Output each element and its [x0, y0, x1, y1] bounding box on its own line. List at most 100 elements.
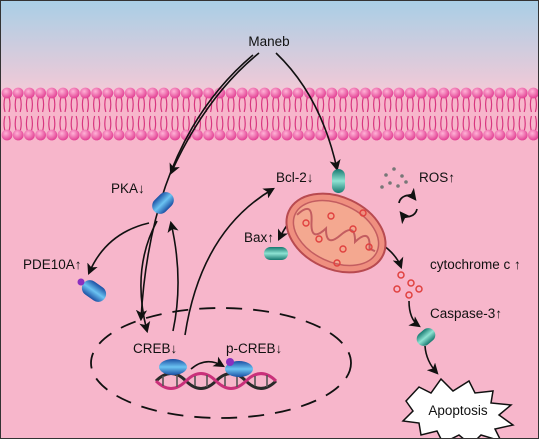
- lipid-head: [371, 87, 382, 99]
- bax-protein-icon: [264, 247, 288, 260]
- label-maneb: Maneb: [248, 34, 289, 49]
- lipid-head: [225, 129, 237, 141]
- lipid-tail: [160, 96, 168, 113]
- lipid-tail: [171, 115, 179, 132]
- lipid-head: [147, 129, 159, 141]
- lipid-head: [315, 87, 326, 99]
- lipid-head: [337, 129, 349, 141]
- lipid-tail: [417, 115, 425, 132]
- lipid-head: [427, 87, 438, 99]
- label-cytochrome-c: cytochrome c ↑: [430, 257, 521, 272]
- lipid-head: [80, 87, 91, 99]
- lipid-head: [516, 87, 528, 99]
- lipid-tail: [451, 96, 459, 113]
- lipid-head: [460, 87, 472, 99]
- lipid-tail: [529, 96, 537, 113]
- lipid-head: [438, 129, 450, 141]
- lipid-head: [449, 129, 461, 141]
- lipid-tail: [126, 96, 134, 113]
- lipid-head: [46, 87, 58, 99]
- lipid-head: [136, 87, 147, 99]
- lipid-tail: [406, 96, 414, 113]
- lipid-head: [24, 129, 35, 141]
- lipid-tail: [238, 115, 246, 132]
- lipid-tail: [249, 115, 257, 132]
- lipid-head: [248, 87, 259, 99]
- lipid-tail: [149, 96, 157, 113]
- lipid-head: [1, 129, 13, 141]
- lipid-tail: [305, 115, 313, 132]
- lipid-tail: [473, 96, 481, 113]
- lipid-head: [472, 87, 483, 99]
- lipid-tail: [70, 115, 78, 132]
- label-pde10a: PDE10A↑: [23, 257, 82, 272]
- lipid-tail: [339, 96, 347, 113]
- lipid-tail: [37, 115, 45, 132]
- lipid-tail: [317, 96, 325, 113]
- lipid-head: [315, 129, 326, 141]
- lipid-tail: [328, 96, 336, 113]
- lipid-head: [203, 87, 215, 99]
- arrow-creb-to-bcl2: [184, 187, 275, 336]
- lipid-head: [236, 87, 248, 99]
- lipid-head: [12, 87, 24, 99]
- lipid-tail: [182, 115, 190, 132]
- lipid-head: [259, 87, 270, 99]
- arrow-creb-to-pka: [167, 220, 179, 332]
- lipid-head: [259, 129, 270, 141]
- lipid-tail: [216, 96, 224, 113]
- lipid-head: [416, 129, 427, 141]
- lipid-tail: [14, 96, 22, 113]
- label-bax: Bax↑: [244, 230, 274, 245]
- lipid-tail: [328, 115, 336, 132]
- lipid-tail: [462, 115, 470, 132]
- lipid-head: [192, 129, 203, 141]
- lipid-tail: [339, 115, 347, 132]
- lipid-tail: [507, 96, 515, 113]
- lipid-head: [225, 87, 237, 99]
- lipid-head: [102, 129, 114, 141]
- lipid-tail: [81, 96, 89, 113]
- lipid-tail: [25, 115, 33, 132]
- lipid-tail: [48, 115, 56, 132]
- lipid-head: [180, 87, 192, 99]
- lipid-tail: [462, 96, 470, 113]
- label-caspase3: Caspase-3↑: [430, 306, 502, 321]
- lipid-tail: [529, 115, 537, 132]
- lipid-head: [304, 129, 315, 141]
- lipid-head: [382, 87, 394, 99]
- lipid-head: [281, 87, 293, 99]
- lipid-head: [248, 129, 259, 141]
- lipid-tail: [440, 96, 448, 113]
- arrow-creb-to-pcreb: [190, 356, 225, 370]
- lipid-tail: [193, 96, 201, 113]
- lipid-tail: [283, 96, 291, 113]
- lipid-tail: [507, 115, 515, 132]
- lipid-head: [214, 129, 226, 141]
- lipid-head: [24, 87, 35, 99]
- lipid-tail: [261, 96, 269, 113]
- lipid-head: [57, 87, 69, 99]
- lipid-tail: [249, 96, 257, 113]
- dna-icon: [154, 372, 278, 390]
- lipid-head: [68, 129, 80, 141]
- lipid-tail: [37, 96, 45, 113]
- lipid-tail: [59, 115, 67, 132]
- lipid-tail: [115, 96, 123, 113]
- lipid-tail: [3, 96, 11, 113]
- apoptosis-starburst: [401, 377, 515, 438]
- lipid-tail: [238, 96, 246, 113]
- lipid-head: [449, 87, 461, 99]
- lipid-tail: [171, 96, 179, 113]
- lipid-tail: [361, 115, 369, 132]
- label-creb: CREB↓: [133, 341, 177, 356]
- lipid-head: [292, 129, 304, 141]
- pcreb-protein-icon: [225, 358, 253, 377]
- lipid-tail: [205, 115, 213, 132]
- lipid-head: [416, 87, 427, 99]
- extracellular-space: [1, 1, 538, 96]
- lipid-head: [292, 87, 304, 99]
- lipid-tail: [485, 96, 493, 113]
- lipid-tail: [518, 96, 526, 113]
